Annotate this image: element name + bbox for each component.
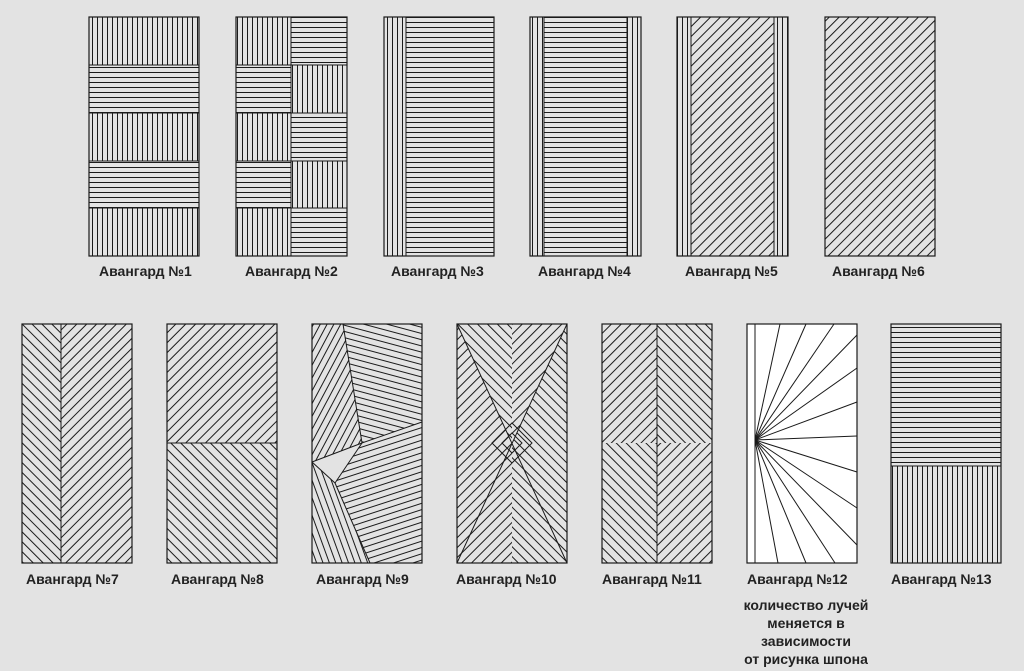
note-line-3: зависимости: [761, 633, 851, 649]
door-8: [166, 323, 278, 564]
door-12: [746, 323, 858, 564]
door-3-label: Авангард №3: [391, 263, 484, 279]
door-5: [676, 16, 789, 257]
door-13: [890, 323, 1002, 564]
door-1-label: Авангард №1: [99, 263, 192, 279]
note-line-4: от рисунка шпона: [744, 651, 868, 667]
door-8-label: Авангард №8: [171, 571, 264, 587]
door-4: [529, 16, 642, 257]
door-2: [235, 16, 348, 257]
door-13-label: Авангард №13: [891, 571, 992, 587]
door-5-label: Авангард №5: [685, 263, 778, 279]
door-10: [456, 323, 568, 564]
note-line-2: меняется в: [767, 615, 845, 631]
door-12-note: количество лучей меняется в зависимости …: [716, 596, 896, 668]
door-3: [383, 16, 495, 257]
door-11: [601, 323, 713, 564]
door-2-label: Авангард №2: [245, 263, 338, 279]
door-6-label: Авангард №6: [832, 263, 925, 279]
door-6: [824, 16, 936, 257]
door-12-label: Авангард №12: [747, 571, 848, 587]
door-9: [311, 323, 423, 564]
door-7-label: Авангард №7: [26, 571, 119, 587]
door-1: [88, 16, 200, 257]
door-10-label: Авангард №10: [456, 571, 557, 587]
door-7: [21, 323, 133, 564]
door-4-label: Авангард №4: [538, 263, 631, 279]
note-line-1: количество лучей: [743, 597, 869, 613]
door-11-label: Авангард №11: [602, 571, 702, 587]
door-9-label: Авангард №9: [316, 571, 409, 587]
